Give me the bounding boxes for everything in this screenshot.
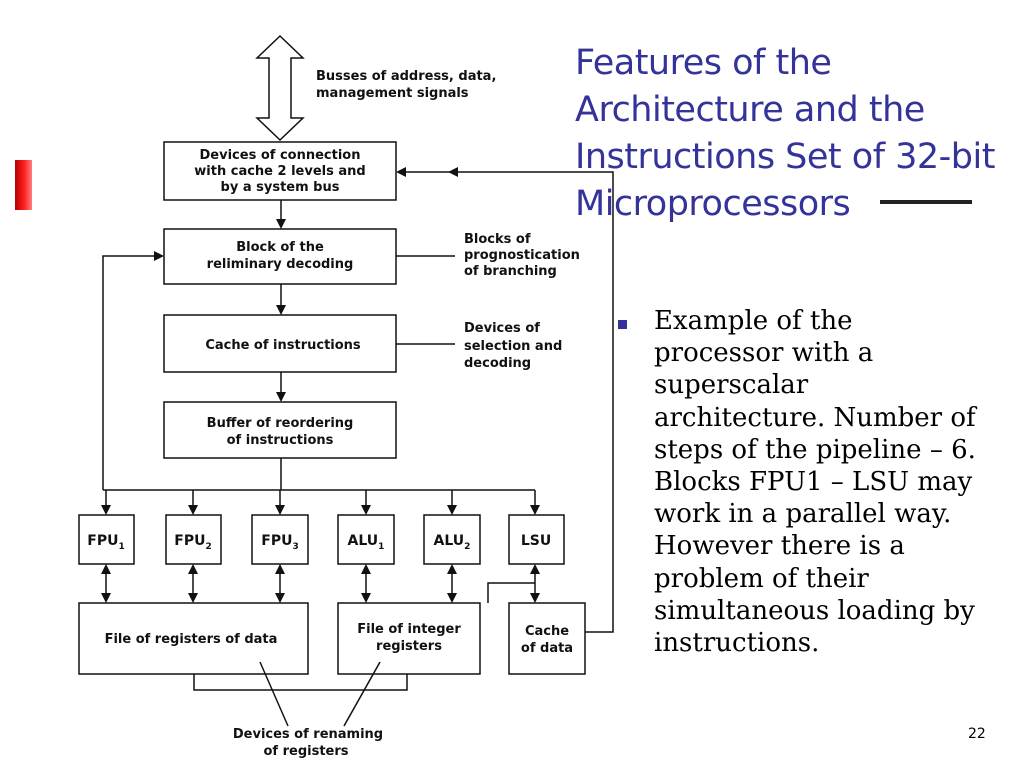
preliminary-decoding-box: Block of the reliminary decoding <box>163 228 397 285</box>
svg-text:ALU1: ALU1 <box>348 533 385 552</box>
unit-subscript: 2 <box>464 542 470 552</box>
int-regs-line-2: registers <box>376 639 442 654</box>
execution-unit-alu-2: ALU2 <box>423 514 481 565</box>
reorder-box-line-1: Buffer of reordering <box>207 416 354 431</box>
pipeline-arrows <box>276 200 286 490</box>
svg-text:FPU3: FPU3 <box>261 533 298 552</box>
instruction-cache-box: Cache of instructions <box>163 314 397 373</box>
data-register-file-box: File of registers of data <box>78 602 309 675</box>
bus-label-line-1: Busses of address, data, <box>316 69 496 84</box>
svg-text:FPU1: FPU1 <box>87 533 124 552</box>
branch-prediction-label: Blocks of prognostication of branching <box>464 232 580 279</box>
slide-title: Features of the Architecture and the Ins… <box>575 43 995 224</box>
unit-subscript: 2 <box>205 542 211 552</box>
dcache-line-2: of data <box>521 641 573 656</box>
unit-subscript: 1 <box>378 542 384 552</box>
reorder-box-line-2: of instructions <box>227 433 334 448</box>
branch-label-line-1: Blocks of <box>464 232 531 247</box>
select-label-line-2: selection and <box>464 339 562 354</box>
unit-register-arrows <box>101 564 540 603</box>
renaming-devices-label: Devices of renaming of registers <box>233 727 383 759</box>
unit-name: ALU <box>348 533 379 549</box>
dispatch-bus <box>101 489 540 515</box>
renaming-connector <box>193 661 408 727</box>
title-accent-bar <box>15 160 32 210</box>
unit-name: ALU <box>434 533 465 549</box>
bullet-marker-icon <box>618 320 627 329</box>
bullet-text: Example of the processor with a supersca… <box>654 306 976 659</box>
unit-name: FPU <box>261 533 292 549</box>
svg-text:ALU2: ALU2 <box>434 533 471 552</box>
bus-label: Busses of address, data, management sign… <box>316 69 496 101</box>
branch-label-line-3: of branching <box>464 264 557 279</box>
unit-name: FPU <box>174 533 205 549</box>
selection-decoding-label: Devices of selection and decoding <box>464 321 562 371</box>
icache-box-label: Cache of instructions <box>205 338 361 353</box>
unit-subscript: 3 <box>292 542 298 552</box>
rename-label-line-1: Devices of renaming <box>233 727 383 742</box>
execution-unit-alu-1: ALU1 <box>337 514 395 565</box>
reorder-buffer-box: Buffer of reordering of instructions <box>163 401 397 459</box>
svg-text:LSU: LSU <box>521 533 551 549</box>
branch-label-line-2: prognostication <box>464 248 580 263</box>
execution-unit-fpu-2: FPU2 <box>165 514 222 565</box>
execution-unit-lsu: LSU <box>508 514 565 565</box>
int-regs-line-1: File of integer <box>357 622 461 637</box>
bus-label-line-2: management signals <box>316 86 469 101</box>
execution-unit-fpu-3: FPU3 <box>251 514 309 565</box>
unit-name: FPU <box>87 533 118 549</box>
select-label-line-1: Devices of <box>464 321 540 336</box>
unit-subscript: 1 <box>118 542 124 552</box>
select-label-line-3: decoding <box>464 356 531 371</box>
feedback-loop-arrow <box>102 251 164 490</box>
execution-unit-fpu-1: FPU1 <box>78 514 135 565</box>
data-cache-box: Cache of data <box>508 602 586 675</box>
system-bus-arrow <box>255 34 305 142</box>
integer-register-file-box: File of integer registers <box>337 602 481 675</box>
connection-box-line-2: with cache 2 levels and <box>194 164 365 179</box>
svg-text:FPU2: FPU2 <box>174 533 211 552</box>
data-cache-connection-arrow <box>396 167 614 633</box>
dcache-line-1: Cache <box>525 624 569 639</box>
predecode-box-line-2: reliminary decoding <box>207 257 354 272</box>
data-regs-label: File of registers of data <box>105 632 278 647</box>
connection-box-line-1: Devices of connection <box>200 148 361 163</box>
title-underline <box>880 200 972 204</box>
unit-name: LSU <box>521 533 551 549</box>
connection-devices-box: Devices of connection with cache 2 level… <box>163 141 397 201</box>
connection-box-line-3: by a system bus <box>221 180 340 195</box>
predecode-box-line-1: Block of the <box>236 240 324 255</box>
rename-label-line-2: of registers <box>263 744 348 759</box>
page-number: 22 <box>968 726 986 742</box>
